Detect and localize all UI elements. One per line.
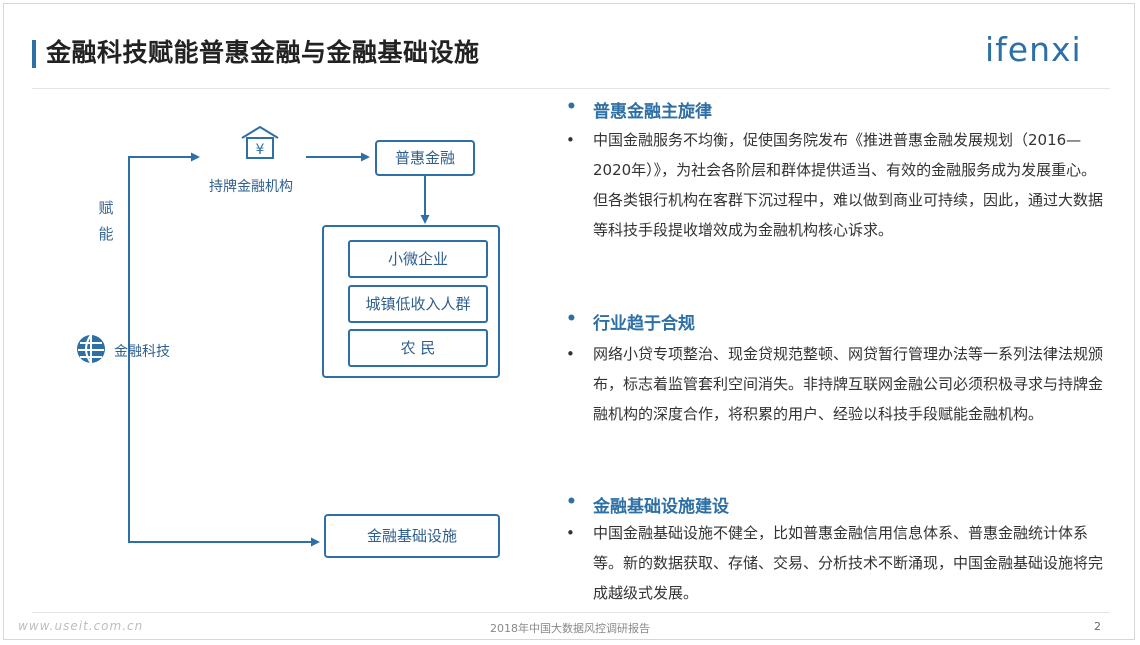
title-divider	[32, 88, 1110, 89]
svg-text:¥: ¥	[256, 142, 265, 158]
watermark: www.useit.com.cn	[18, 619, 144, 633]
bullet-icon: •	[566, 309, 577, 329]
targets-group-box: 小微企业 城镇低收入人群 农 民	[322, 225, 500, 378]
bullet-icon: •	[566, 345, 575, 363]
page-number: 2	[1094, 620, 1101, 633]
infrastructure-box: 金融基础设施	[324, 514, 500, 558]
bullet-icon: •	[566, 524, 575, 542]
licensed-institutions-label: 持牌金融机构	[209, 179, 293, 195]
section-body-compliance: • 网络小贷专项整治、现金贷规范整顿、网贷暂行管理办法等一系列法律法规颁布，标志…	[566, 339, 1106, 429]
page-title: 金融科技赋能普惠金融与金融基础设施	[46, 38, 480, 67]
bullet-icon: •	[566, 97, 577, 117]
title-accent-bar	[32, 40, 36, 68]
inclusive-finance-box: 普惠金融	[375, 140, 475, 176]
report-name: 2018年中国大数据风控调研报告	[490, 622, 650, 635]
bullet-icon: •	[566, 131, 575, 149]
bank-icon: ¥	[241, 125, 279, 159]
infrastructure-label: 金融基础设施	[366, 527, 457, 545]
target-item: 农 民	[348, 329, 488, 367]
globe-icon	[77, 334, 105, 364]
diagram-connectors: ¥	[77, 125, 430, 547]
target-item: 城镇低收入人群	[348, 285, 488, 323]
empower-label: 赋 能	[98, 199, 114, 243]
section-body-infrastructure: • 中国金融基础设施不健全，比如普惠金融信用信息体系、普惠金融统计体系等。新的数…	[566, 518, 1106, 608]
brand-logo: ifenxi	[985, 30, 1082, 69]
footer-divider	[32, 612, 1110, 613]
target-item: 小微企业	[348, 240, 488, 278]
section-body-inclusive: • 中国金融服务不均衡，促使国务院发布《推进普惠金融发展规划（2016—2020…	[566, 125, 1106, 245]
fintech-diagram: ¥ 赋 能 金融科技 持牌金融机构 普惠金融 小微企业 城镇低收入人群 农 民 …	[0, 0, 540, 600]
inclusive-finance-label: 普惠金融	[394, 149, 455, 167]
fintech-label: 金融科技	[114, 344, 170, 360]
bullet-icon: •	[566, 492, 577, 512]
slide-frame	[3, 3, 1135, 640]
